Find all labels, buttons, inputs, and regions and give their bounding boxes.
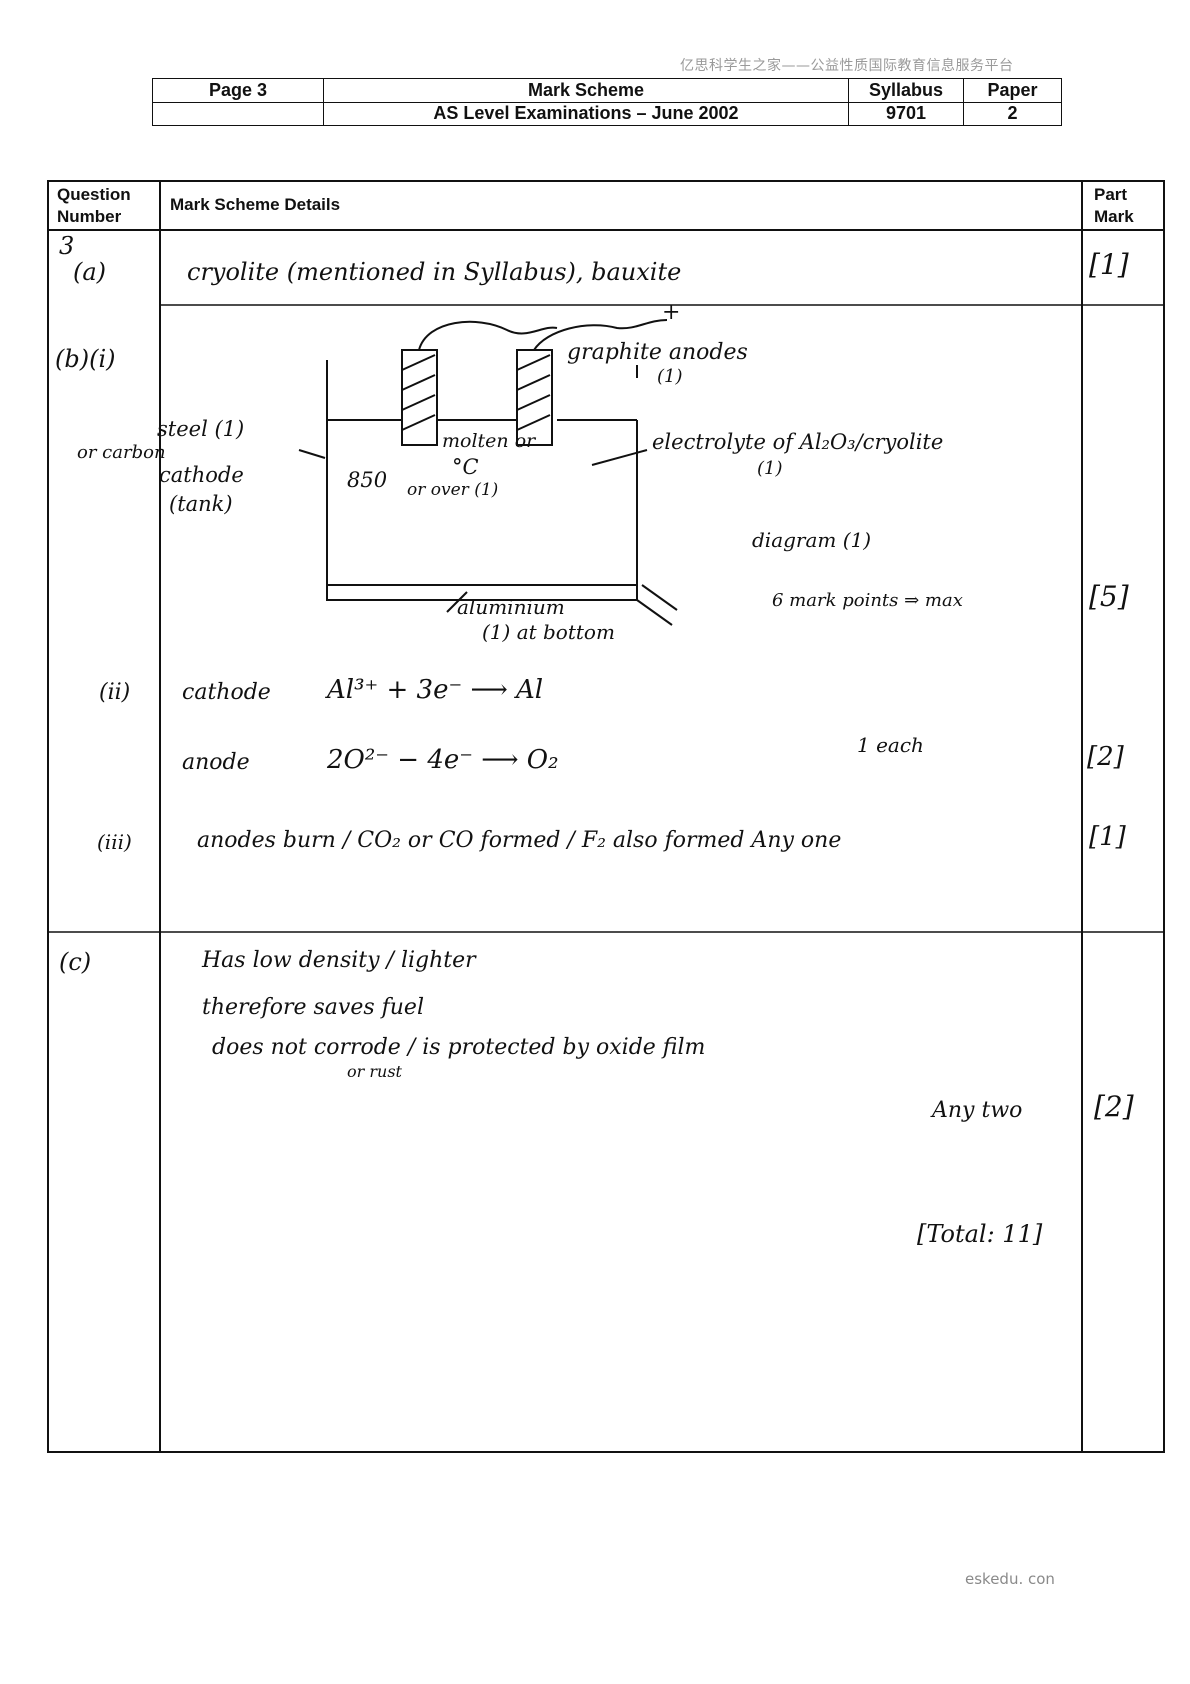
- part-b-i-label: (b)(i): [55, 345, 116, 373]
- header-row-1: Page 3 Mark Scheme Syllabus Paper: [153, 79, 1061, 103]
- paper-number: 2: [963, 102, 1061, 125]
- part-c-line-3b: or rust: [347, 1062, 402, 1081]
- anode-label: anode: [182, 750, 250, 775]
- diagram-anodes-mark: (1): [657, 366, 683, 387]
- diagram-plus: +: [662, 300, 681, 325]
- paper-label: Paper: [963, 79, 1061, 102]
- cathode-label: cathode: [182, 680, 271, 705]
- part-c-mark: [2]: [1094, 1090, 1134, 1123]
- mark-scheme-table: Question Number Mark Scheme Details Part…: [47, 180, 1165, 1453]
- diagram-anodes-label: graphite anodes: [567, 340, 748, 365]
- table-grid-lines: [47, 180, 1165, 1453]
- part-c-label: (c): [59, 948, 92, 976]
- watermark-top: 亿思科学生之家——公益性质国际教育信息服务平台: [680, 58, 1014, 74]
- table-border: [47, 180, 1165, 1453]
- page-label: Page 3: [208, 80, 268, 100]
- part-c-line-2: therefore saves fuel: [202, 995, 424, 1020]
- mark-scheme-label: Mark Scheme: [323, 79, 848, 102]
- part-b-iii-answer: anodes burn / CO₂ or CO formed / F₂ also…: [197, 828, 842, 853]
- diagram-tank-label: (tank): [169, 492, 233, 516]
- part-mark-header: Part Mark: [1082, 180, 1162, 230]
- part-b-i-mark: [5]: [1089, 580, 1129, 613]
- header-table: Page 3 Mark Scheme Syllabus Paper AS Lev…: [152, 78, 1062, 126]
- question-header-line1: Question: [57, 185, 131, 204]
- watermark-bottom: eskedu. con: [965, 1570, 1055, 1588]
- diagram-deg-c: °C: [452, 455, 479, 479]
- part-a-answer: cryolite (mentioned in Syllabus), bauxit…: [187, 258, 682, 286]
- syllabus-code: 9701: [848, 102, 963, 125]
- electrolysis-cell-diagram: [298, 319, 678, 626]
- diagram-mark: diagram (1): [752, 528, 872, 552]
- part-c-line-3: does not corrode / is protected by oxide…: [212, 1035, 706, 1060]
- any-two-note: Any two: [932, 1098, 1023, 1123]
- diagram-aluminium-label: aluminium: [457, 595, 565, 619]
- part-b-iii-label: (iii): [97, 830, 132, 854]
- diagram-or-over: or over (1): [407, 480, 499, 500]
- anode-equation: 2O²⁻ − 4e⁻ ⟶ O₂: [327, 745, 559, 775]
- diagram-cathode-label: cathode: [159, 463, 244, 487]
- part-c-line-1: Has low density / lighter: [202, 948, 476, 973]
- diagram-or-carbon: or carbon: [77, 442, 166, 463]
- details-header: Mark Scheme Details: [170, 195, 341, 214]
- exam-title: AS Level Examinations – June 2002: [323, 102, 848, 125]
- diagram-max-note: 6 mark points ⇒ max: [772, 590, 963, 611]
- diagram-at-bottom: (1) at bottom: [482, 620, 615, 644]
- header-row-2: AS Level Examinations – June 2002 9701 2: [153, 102, 1061, 125]
- question-3-number: 3: [59, 232, 75, 260]
- part-a-label: (a): [73, 258, 107, 286]
- part-b-ii-label: (ii): [99, 680, 131, 705]
- cathode-equation: Al³⁺ + 3e⁻ ⟶ Al: [327, 675, 544, 705]
- syllabus-label: Syllabus: [848, 79, 963, 102]
- diagram-electrolyte-label: electrolyte of Al₂O₃/cryolite: [652, 430, 944, 454]
- part-b-ii-mark: [2]: [1087, 742, 1124, 772]
- part-a-mark: [1]: [1089, 248, 1129, 281]
- part-b-iii-mark: [1]: [1089, 822, 1126, 852]
- part-header-line2: Mark: [1094, 207, 1134, 226]
- part-header-line1: Part: [1094, 185, 1128, 204]
- diagram-molten-or: molten or: [442, 430, 536, 452]
- empty-cell: [153, 102, 323, 125]
- diagram-steel-label: steel (1): [157, 417, 245, 441]
- question-number-header: Question Number: [47, 180, 160, 230]
- total-mark: [Total: 11]: [917, 1220, 1043, 1248]
- question-header-line2: Number: [57, 207, 122, 226]
- each-note: 1 each: [857, 733, 924, 757]
- diagram-electrolyte-mark: (1): [757, 458, 783, 479]
- diagram-temperature: 850: [347, 468, 388, 492]
